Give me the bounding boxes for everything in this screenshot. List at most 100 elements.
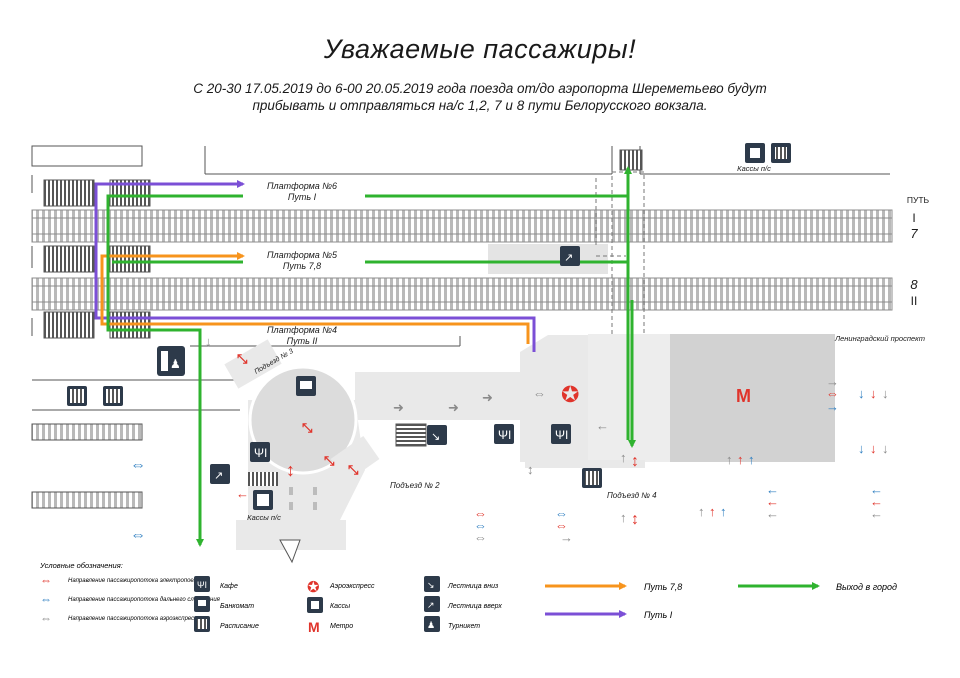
legend-schedule: Расписание [220,623,259,630]
svg-text:↓: ↓ [870,441,877,456]
svg-text:↑: ↑ [720,504,727,519]
svg-text:⇔: ⇔ [130,527,146,544]
svg-text:←: ← [870,494,883,509]
legend-metro: Метро [330,623,353,630]
atm-icon [296,376,316,396]
svg-text:↓: ↓ [870,386,877,401]
svg-text:✪: ✪ [307,579,320,596]
svg-text:⇔: ⇔ [40,573,52,587]
legend-stairs-down: Лестница вниз [447,583,499,590]
svg-text:↑: ↑ [748,452,755,467]
track-upper [31,209,893,243]
announcement-text: С 20-30 17.05.2019 до 6-00 20.05.2019 го… [120,80,840,114]
side-tracks [31,423,143,509]
legend-route78: Путь 7,8 [644,582,682,592]
entrance-2-block [330,436,380,482]
svg-text:♟: ♟ [427,620,435,630]
svg-text:↘: ↘ [431,431,440,443]
svg-text:↑: ↑ [620,450,627,465]
svg-text:→: → [826,374,839,389]
legend-stairs-down-icon [424,576,440,592]
svg-text:⇔: ⇔ [40,592,52,606]
legend-turnstile: Турникет [448,623,480,630]
svg-text:ΨI: ΨI [254,446,267,460]
announcement-line-1: С 20-30 17.05.2019 до 6-00 20.05.2019 го… [193,81,767,96]
svg-text:↑: ↑ [698,504,705,519]
legend-dir-electric: Направление пассажиропотока электропоезд… [68,578,206,584]
svg-text:⇔: ⇔ [130,457,146,474]
page-title: Уважаемые пассажиры! [323,34,637,64]
svg-text:♟: ♟ [170,357,181,371]
svg-text:↕: ↕ [631,511,639,528]
svg-text:←: ← [870,506,883,521]
svg-text:↑: ↑ [737,452,744,467]
legend-turnstile-icon [424,616,440,632]
svg-text:↑: ↑ [620,510,627,525]
svg-text:↓: ↓ [882,386,889,401]
stairs-up-icon: ↗ ↗ ↘ [210,246,580,484]
window-markers [289,487,317,510]
svg-text:←: ← [766,506,779,521]
legend-route1: Путь I [644,610,673,620]
legend-cafe-icon [194,576,210,592]
kassy-ps-top-label: Кассы п/с [737,164,771,173]
svg-text:←: ← [766,482,779,497]
svg-text:➜: ➜ [482,390,493,405]
svg-text:↗: ↗ [214,470,223,482]
entrance-4-label: Подъезд № 4 [607,491,657,500]
platform-5-hall [488,244,608,274]
legend-atm: Банкомат [220,603,254,610]
kassy-ps-bottom-label: Кассы п/с [247,513,281,522]
announcement-line-2: прибывать и отправляться на/с 1,2, 7 и 8… [252,98,708,113]
svg-text:⇔: ⇔ [555,506,568,521]
entrance-3-block [224,339,282,389]
cafe-icon: ΨI ΨI ΨI [250,424,571,462]
svg-text:⇔: ⇔ [533,386,546,401]
legend-stairs-up: Лестница вверх [447,603,502,610]
svg-text:↑: ↑ [709,504,716,519]
svg-text:✪: ✪ [561,382,579,407]
legend-kassy: Кассы [330,603,351,610]
track-number-1: I [912,211,915,225]
svg-text:↘: ↘ [427,580,435,590]
route-exit [106,166,636,547]
svg-text:⇔: ⇔ [474,506,487,521]
svg-text:ΨI: ΨI [555,428,568,442]
svg-text:↗: ↗ [564,252,573,264]
svg-text:←: ← [766,494,779,509]
svg-text:⤡: ⤡ [324,453,335,468]
schedule-icon [67,386,602,488]
flow-arrows: ➜ ➜ ➜ ⇔ ← ↕ ↓ ⤡ ⤡ ⤡ ⤡ ↕ ← ⇔ ⇔ → ⇔ → ↓ ↓ … [130,334,889,545]
platform-5-label: Платформа №5 [267,250,338,260]
svg-text:⤡: ⤡ [348,462,359,477]
svg-text:↑: ↑ [726,452,733,467]
track-number-7: 7 [910,226,918,241]
track-2-label: Путь II [287,336,318,346]
svg-text:→: → [826,399,839,414]
kassy-ps-icon [253,490,273,510]
track-78-label: Путь 7,8 [283,261,321,271]
svg-text:↓: ↓ [858,386,865,401]
svg-text:↓: ↓ [858,441,865,456]
turnstile-icon: ♟ [157,346,185,376]
legend-aeroexpress: Аэроэкспресс [329,583,375,590]
legend: Условные обозначения: ⇔ Направление пасс… [39,561,897,635]
svg-text:↗: ↗ [427,600,435,610]
legend-cafe: Кафе [220,583,238,590]
svg-text:ΨI: ΨI [498,428,511,442]
legend-dir-aero: Направление пассажиропотока аэроэкспресс… [68,616,201,622]
svg-text:↕: ↕ [286,460,295,480]
track-number-2: II [911,294,918,308]
svg-text:➜: ➜ [393,400,404,415]
svg-text:↕: ↕ [527,462,534,477]
legend-heading: Условные обозначения: [39,561,123,570]
svg-text:⤡: ⤡ [237,351,248,366]
svg-text:⇔: ⇔ [474,518,487,533]
track-number-8: 8 [910,277,918,292]
svg-text:⇔: ⇔ [474,530,487,545]
svg-text:↕: ↕ [631,453,639,470]
railway-tracks [31,209,893,311]
svg-text:⇔: ⇔ [555,518,568,533]
svg-text:М: М [736,386,751,406]
